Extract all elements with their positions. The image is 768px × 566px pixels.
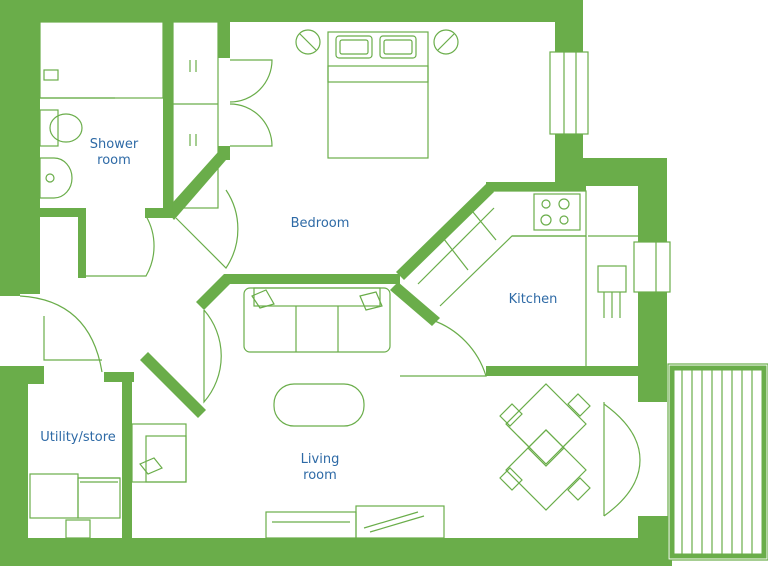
basin xyxy=(39,157,73,199)
shower-tray xyxy=(39,21,164,99)
coffee-table xyxy=(273,383,365,427)
wall-left-upper xyxy=(0,0,40,294)
door-swing-bedroom xyxy=(175,189,239,269)
wall-shower-bottom-r xyxy=(145,208,173,218)
balcony-decking xyxy=(667,363,768,561)
wall-utility-top-l xyxy=(20,366,44,384)
door-swing-hall xyxy=(19,295,103,373)
hob xyxy=(533,193,581,231)
kitchen-sink xyxy=(597,265,627,293)
wall-utility-right xyxy=(122,372,132,538)
wall-utility-top-r xyxy=(104,372,134,382)
fixtures xyxy=(19,21,671,539)
armchair xyxy=(131,423,187,483)
wall-kitchen-right-lower xyxy=(638,292,667,402)
room-label-utility: Utility/store xyxy=(40,430,116,445)
wall-bedroom-living xyxy=(224,274,400,284)
wall-top xyxy=(0,0,580,22)
bedroom-window xyxy=(549,51,589,135)
tv-unit xyxy=(265,511,357,539)
wall-diag-3 xyxy=(396,184,494,280)
wall-bottom xyxy=(0,538,672,566)
room-label-shower: Shower room xyxy=(89,137,139,168)
shower-valve xyxy=(43,69,59,81)
wall-diag-1 xyxy=(166,152,226,220)
wall-left-lower xyxy=(0,366,28,566)
wall-left-stub xyxy=(0,288,20,296)
wall-wardrobe-top xyxy=(218,22,230,58)
bedside-lamp-left xyxy=(295,29,321,55)
toilet-bowl xyxy=(49,113,83,143)
wall-diag-2 xyxy=(196,274,232,310)
sofa xyxy=(243,287,391,353)
dining-table xyxy=(499,383,591,511)
wall-kitchen-bottom xyxy=(486,366,640,376)
toilet-cistern xyxy=(39,109,59,147)
room-label-kitchen: Kitchen xyxy=(508,292,558,307)
sideboard xyxy=(355,505,445,539)
double-bed xyxy=(327,31,429,159)
wall-diag-4 xyxy=(390,282,440,326)
room-label-living: Living room xyxy=(300,452,340,483)
wall-kitchen-right-upper xyxy=(638,158,667,242)
wall-kitchen-top xyxy=(486,182,586,191)
door-swing-kitchen xyxy=(400,319,487,377)
wardrobe xyxy=(172,21,219,209)
wall-living-right-low xyxy=(638,516,672,566)
balcony-door-swing xyxy=(603,403,641,517)
wall-bedroom-right-upper xyxy=(555,0,583,52)
bedside-lamp-right xyxy=(433,29,459,55)
washing-machine xyxy=(29,473,79,519)
door-swing-living xyxy=(203,309,222,404)
walls xyxy=(0,0,672,566)
kitchen-window xyxy=(633,241,671,293)
wall-shower-right xyxy=(163,22,173,218)
door-swing-utility xyxy=(43,316,102,361)
room-label-bedroom: Bedroom xyxy=(290,216,350,231)
wall-shower-bottom xyxy=(40,208,84,217)
wall-diag-5 xyxy=(140,352,206,418)
door-swing-shower xyxy=(86,215,155,277)
wall-shower-door-jamb xyxy=(78,208,86,278)
